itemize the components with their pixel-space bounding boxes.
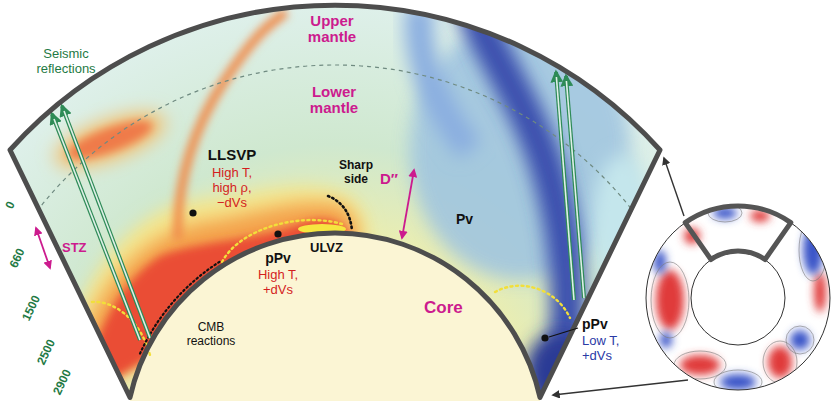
depth-label: 2900 <box>50 367 74 397</box>
ray-core <box>556 77 574 300</box>
globe-inset <box>646 204 830 394</box>
shallow-hot-blob <box>64 113 157 166</box>
ring-outline <box>646 206 830 390</box>
seismic-rays <box>52 72 584 340</box>
shallow-hot-halo <box>49 101 172 178</box>
ray-core <box>566 81 584 298</box>
feature-label: LLSVP <box>198 146 266 163</box>
region-label: Core <box>424 298 463 317</box>
zoom-arrow <box>664 158 684 216</box>
ring-outline <box>691 251 785 345</box>
phase-label: pPv <box>582 316 608 332</box>
feature-label: Sharp side <box>330 158 382 186</box>
ray-path <box>556 72 574 300</box>
mantle-ring <box>646 206 830 390</box>
phase-label: pPv <box>250 250 306 266</box>
depth-label: 1500 <box>19 293 43 323</box>
callout-dot <box>189 209 196 216</box>
property-note: Low T, +dVs <box>582 333 634 363</box>
section-frame <box>10 5 660 397</box>
ray-path <box>52 114 140 340</box>
feature-label: ULVZ <box>310 240 343 255</box>
sharp-side-trace <box>328 196 352 231</box>
property-note: High T, high ρ, −dVs <box>198 165 266 210</box>
ray-core <box>64 111 150 338</box>
ray-path <box>62 106 150 338</box>
leader-line <box>549 328 578 337</box>
ppv-lens <box>495 286 570 318</box>
feature-label: CMB reactions <box>174 320 248 348</box>
mantle-field <box>0 5 712 401</box>
slow-anomalies <box>656 210 826 378</box>
ray-path <box>566 76 584 298</box>
callout-dot <box>274 230 281 237</box>
depth-label: 660 <box>6 246 27 270</box>
depth-label: 0 <box>2 199 18 211</box>
zoom-arrow <box>553 380 688 395</box>
property-note: High T, +dVs <box>250 267 306 297</box>
region-label: Upper mantle <box>296 13 368 45</box>
zone-label: STZ <box>62 240 87 255</box>
phase-label: Pv <box>456 211 473 227</box>
thickness-arrow <box>36 228 50 268</box>
callout-dot <box>541 334 548 341</box>
ray-core <box>54 119 140 340</box>
layer-label: D″ <box>380 170 398 187</box>
thickness-arrow <box>402 170 414 238</box>
plume-column <box>178 12 286 240</box>
region-label: Lower mantle <box>298 84 370 116</box>
section-marker <box>685 206 791 260</box>
annotation-label: Seismic reflections <box>24 46 108 76</box>
depth-label: 2500 <box>34 337 58 367</box>
fast-anomalies <box>654 207 823 390</box>
